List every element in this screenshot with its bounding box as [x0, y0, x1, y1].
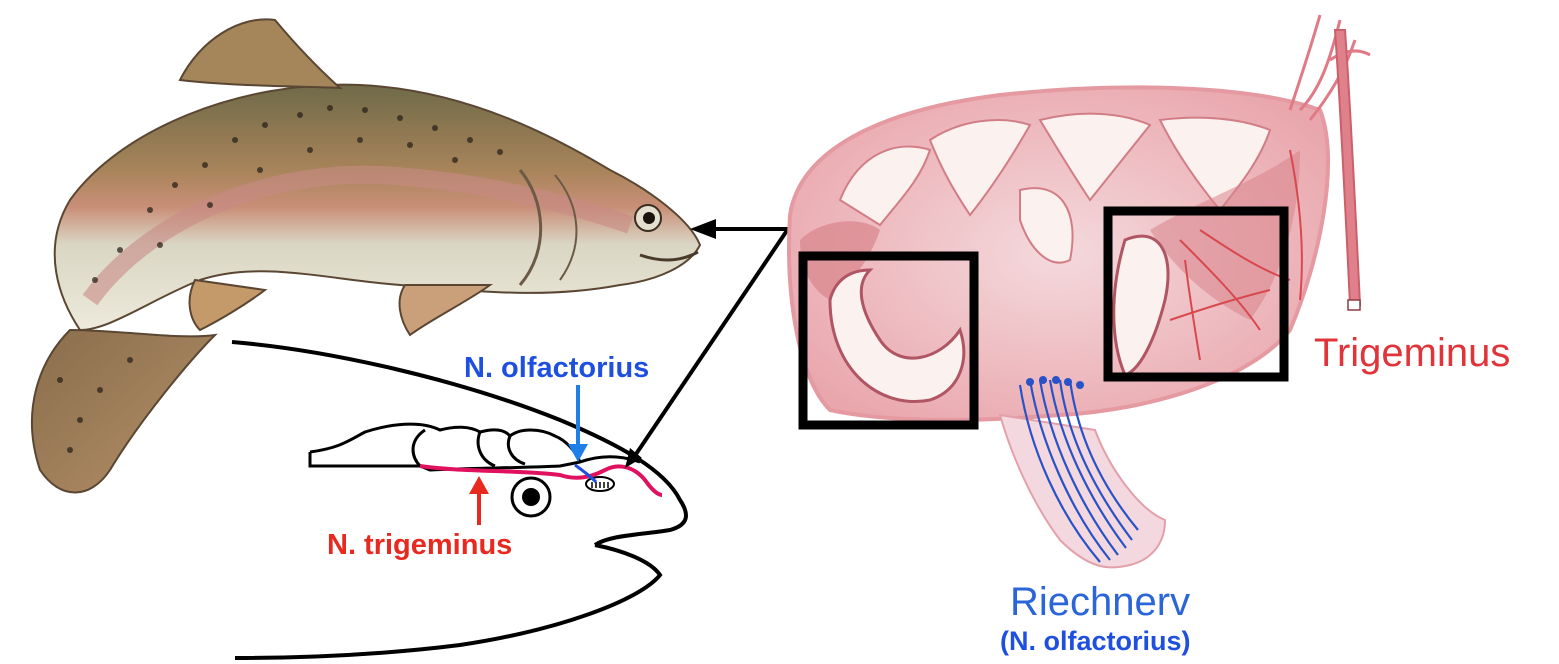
trout-dorsal-fin [180, 19, 340, 88]
trout-pectoral-fin [400, 285, 490, 335]
trout-illustration [32, 19, 700, 492]
riechnerv-stalk [1000, 415, 1165, 567]
brain-outline [310, 424, 640, 470]
label-riechnerv-latin: (N. olfactorius) [1000, 626, 1191, 657]
trigeminus-arrow [469, 476, 489, 525]
label-n-olfactorius: N. olfactorius [464, 352, 649, 385]
fish-head-schematic [232, 342, 686, 658]
trigeminus-nerve-trunk [1335, 30, 1360, 305]
trout-tail-fin [32, 330, 215, 493]
label-n-trigeminus: N. trigeminus [327, 529, 512, 562]
label-trigeminus: Trigeminus [1314, 331, 1510, 376]
label-riechnerv: Riechnerv [1010, 580, 1190, 625]
